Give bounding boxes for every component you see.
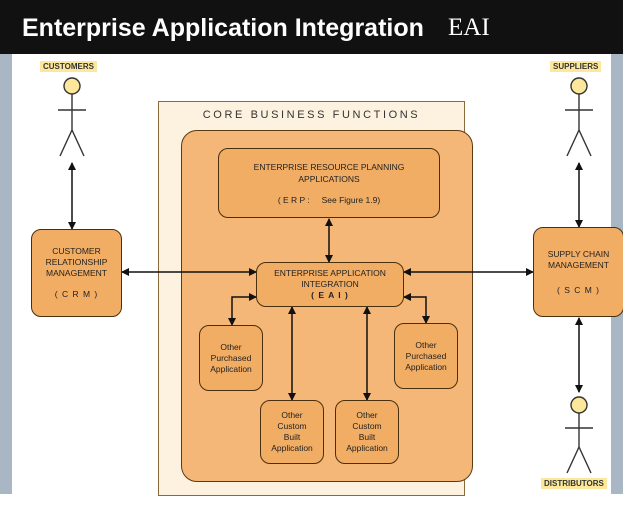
crm-title-line3: MANAGEMENT bbox=[46, 268, 107, 278]
custom-right-line4: Application bbox=[346, 443, 388, 453]
scm-title-line2: MANAGEMENT bbox=[548, 259, 609, 270]
crm-title-line1: CUSTOMER bbox=[52, 246, 101, 256]
custom-built-application-left-box: Other Custom Built Application bbox=[260, 400, 324, 464]
erp-box: ENTERPRISE RESOURCE PLANNING APPLICATION… bbox=[218, 148, 440, 218]
crm-box: CUSTOMER RELATIONSHIP MANAGEMENT ( C R M… bbox=[31, 229, 122, 317]
erp-title-line2: APPLICATIONS bbox=[298, 173, 360, 184]
purchased-left-line1: Other bbox=[220, 341, 242, 352]
scm-box: SUPPLY CHAIN MANAGEMENT ( S C M ) bbox=[533, 227, 623, 317]
eai-title-line2: INTEGRATION bbox=[301, 279, 359, 289]
crm-title-line2: RELATIONSHIP bbox=[45, 257, 108, 267]
title-bar: Enterprise Application Integration EAI bbox=[0, 0, 623, 54]
page-title: Enterprise Application Integration bbox=[22, 14, 424, 42]
custom-left-line1: Other bbox=[281, 410, 303, 420]
core-business-functions-title: CORE BUSINESS FUNCTIONS bbox=[202, 109, 421, 121]
purchased-left-line2: Purchased bbox=[210, 352, 252, 363]
erp-reference: ( E R P : See Figure 1.9) bbox=[277, 194, 381, 205]
suppliers-label: SUPPLIERS bbox=[550, 61, 602, 72]
custom-left-line2: Custom bbox=[277, 421, 307, 431]
distributors-label: DISTRIBUTORS bbox=[541, 478, 607, 489]
supplier-stick-figure bbox=[565, 77, 593, 157]
custom-left-line4: Application bbox=[271, 443, 313, 453]
arrow-eai-purchased-right bbox=[403, 293, 430, 324]
custom-built-application-right-box: Other Custom Built Application bbox=[335, 400, 399, 464]
purchased-application-left-box: Other Purchased Application bbox=[199, 325, 263, 391]
purchased-application-right-box: Other Purchased Application bbox=[394, 323, 458, 389]
page-title-abbreviation: EAI bbox=[448, 14, 490, 41]
eai-title-line1: ENTERPRISE APPLICATION bbox=[274, 268, 386, 278]
purchased-left-line3: Application bbox=[210, 363, 252, 374]
custom-right-line3: Built bbox=[358, 432, 376, 442]
customer-stick-figure bbox=[58, 77, 86, 157]
scm-title-line1: SUPPLY CHAIN bbox=[547, 248, 610, 259]
custom-right-line2: Custom bbox=[352, 421, 382, 431]
erp-title-line1: ENTERPRISE RESOURCE PLANNING bbox=[253, 161, 405, 172]
purchased-right-line2: Purchased bbox=[405, 350, 447, 361]
left-border-strip bbox=[0, 54, 12, 494]
distributor-stick-figure bbox=[565, 396, 593, 474]
purchased-right-line1: Other bbox=[415, 339, 437, 350]
purchased-right-line3: Application bbox=[405, 361, 447, 372]
customers-label: CUSTOMERS bbox=[40, 61, 97, 72]
custom-right-line1: Other bbox=[356, 410, 378, 420]
eai-abbreviation: ( E A I ) bbox=[311, 290, 349, 300]
eai-box: ENTERPRISE APPLICATION INTEGRATION ( E A… bbox=[256, 262, 404, 307]
arrow-eai-purchased-left bbox=[228, 293, 257, 326]
custom-left-line3: Built bbox=[283, 432, 301, 442]
crm-abbreviation: ( C R M ) bbox=[54, 289, 99, 299]
scm-abbreviation: ( S C M ) bbox=[557, 284, 600, 295]
